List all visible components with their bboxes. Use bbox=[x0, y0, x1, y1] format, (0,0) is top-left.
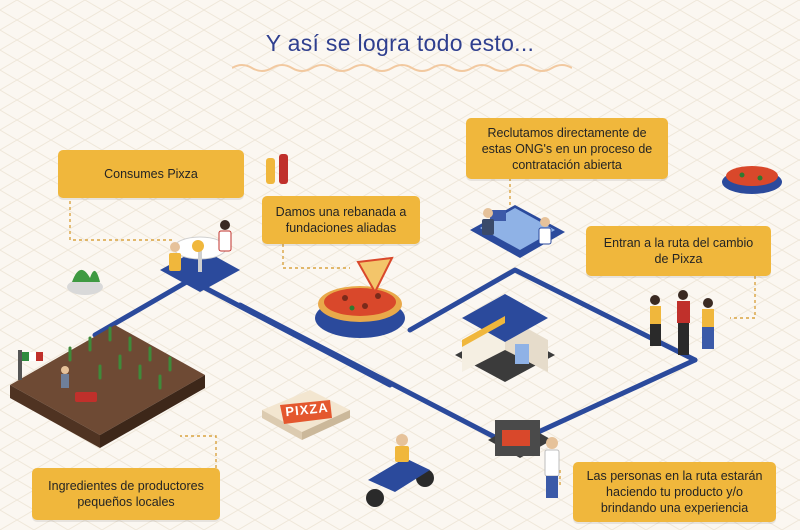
customers-table-illustration bbox=[160, 220, 240, 292]
pizza-oven-illustration bbox=[488, 420, 560, 498]
step-donate-label: Damos una rebanada a fundaciones aliadas bbox=[275, 205, 407, 235]
step-ingredients: Ingredientes de productores pequeños loc… bbox=[32, 468, 220, 520]
pizza-illustration bbox=[315, 256, 405, 338]
recruitment-office-illustration bbox=[470, 205, 565, 258]
pizza-box-logo bbox=[262, 390, 350, 440]
farm-field-illustration bbox=[10, 325, 205, 448]
step-route: Entran a la ruta del cambio de Pixza bbox=[586, 226, 771, 276]
delivery-scooter-illustration bbox=[366, 434, 434, 507]
step-recruit: Reclutamos directamente de estas ONG's e… bbox=[466, 118, 668, 179]
step-ingredients-label: Ingredientes de productores pequeños loc… bbox=[48, 479, 204, 509]
step-route-label: Entran a la ruta del cambio de Pixza bbox=[603, 236, 754, 266]
page-title: Y así se logra todo esto... bbox=[265, 30, 535, 56]
route-path bbox=[92, 267, 698, 448]
step-consume: Consumes Pixza bbox=[58, 150, 244, 198]
pizza-plate-illustration bbox=[722, 166, 782, 194]
celebrating-people-illustration bbox=[650, 290, 714, 355]
pizza-shop-illustration bbox=[455, 294, 555, 382]
step-people-label: Las personas en la ruta estarán haciendo… bbox=[586, 469, 763, 515]
step-recruit-label: Reclutamos directamente de estas ONG's e… bbox=[481, 125, 653, 172]
connector-lines bbox=[69, 178, 756, 488]
herb-plant-illustration bbox=[67, 269, 103, 295]
step-consume-label: Consumes Pixza bbox=[104, 167, 198, 181]
step-people: Las personas en la ruta estarán haciendo… bbox=[573, 462, 776, 522]
title-underline bbox=[232, 64, 572, 72]
step-donate: Damos una rebanada a fundaciones aliadas bbox=[262, 196, 420, 244]
condiment-bottles-illustration bbox=[266, 154, 288, 184]
